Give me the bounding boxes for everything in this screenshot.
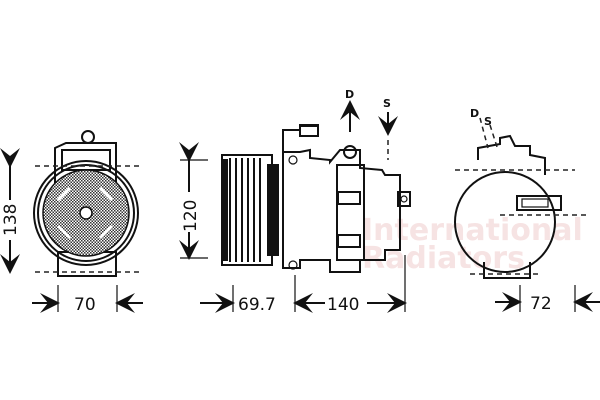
- dimension-120: 120: [181, 200, 201, 232]
- dimension-70: 70: [74, 295, 96, 315]
- rear-suction-label: S: [484, 115, 492, 128]
- front-view: 138 70: [0, 130, 143, 315]
- dimension-138: 138: [1, 204, 21, 236]
- svg-text:Radiators: Radiators: [362, 241, 525, 276]
- side-view: D S 120 69.7 140: [178, 88, 411, 315]
- watermark: International Radiators: [362, 213, 583, 276]
- dimension-72: 72: [530, 294, 552, 314]
- rear-view: D S 72: [454, 107, 600, 314]
- suction-label: S: [383, 97, 391, 110]
- dimension-69-7: 69.7: [238, 295, 276, 315]
- rear-discharge-label: D: [470, 107, 479, 120]
- dimension-140: 140: [327, 295, 359, 315]
- discharge-label: D: [345, 88, 354, 101]
- svg-text:International: International: [362, 213, 583, 248]
